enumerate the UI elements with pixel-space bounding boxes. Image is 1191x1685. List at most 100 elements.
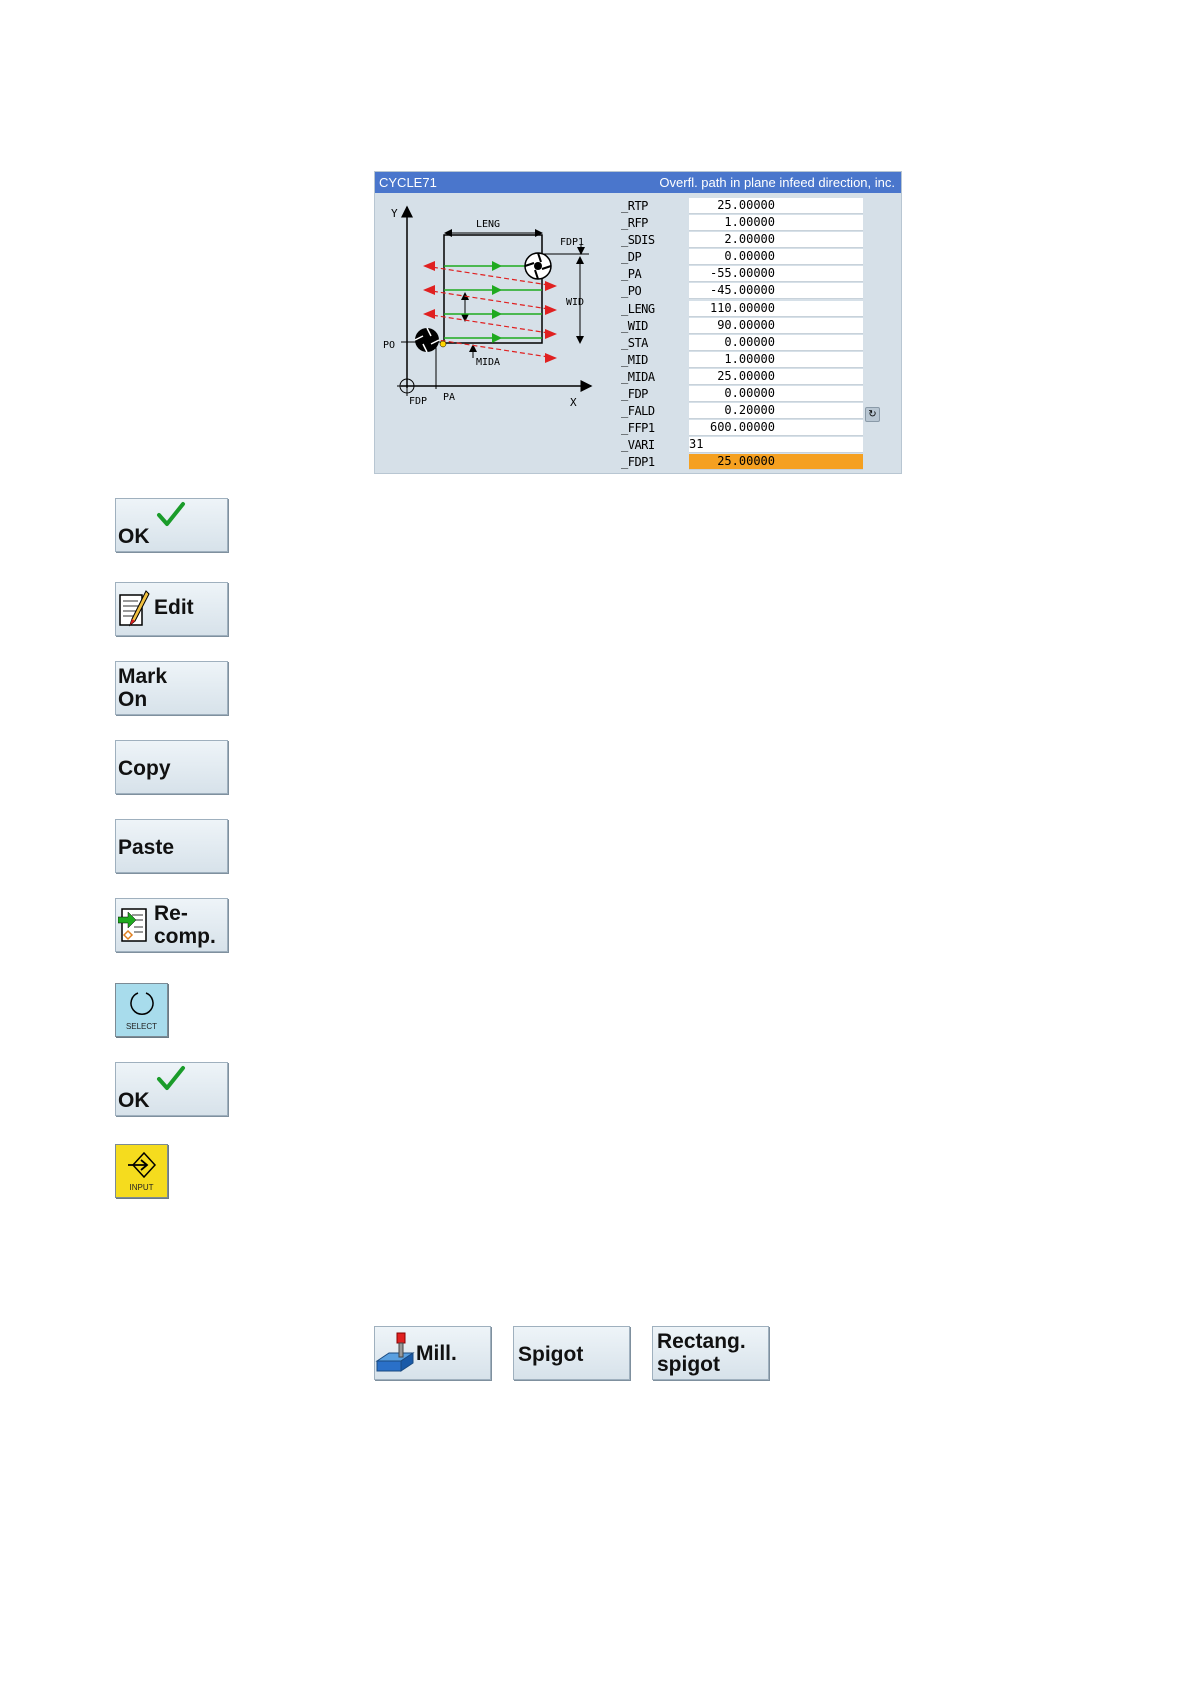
rectangular-spigot-label-2: spigot	[657, 1353, 720, 1376]
paste-label: Paste	[118, 836, 175, 859]
milling-tool-start-icon	[414, 327, 440, 353]
parameter-value-field[interactable]: 600.00000	[689, 420, 863, 437]
parameter-value-field[interactable]: 2.00000	[689, 232, 863, 249]
parameter-name: _PA	[621, 267, 642, 282]
po-label: PO	[383, 340, 395, 351]
recompile-button[interactable]: Re- comp.	[115, 898, 228, 952]
parameter-row: _SDIS 2.00000	[621, 232, 897, 249]
parameter-value: 110.00000	[709, 300, 775, 315]
parameter-value-field[interactable]: 25.00000	[689, 368, 863, 385]
parameter-value-field[interactable]: 0.00000	[689, 386, 863, 403]
parameter-value-field[interactable]: 31	[689, 437, 863, 454]
recompile-label-2: comp.	[154, 925, 216, 948]
parameter-value-field[interactable]: -55.00000	[689, 266, 863, 283]
parameter-value: 31	[689, 437, 704, 452]
parameter-name: _FDP	[621, 387, 648, 402]
parameter-value-field[interactable]: 90.00000	[689, 317, 863, 334]
parameter-row: _FFP1 600.00000	[621, 420, 897, 437]
parameter-name: _MID	[621, 352, 648, 367]
copy-button[interactable]: Copy	[115, 740, 228, 794]
toggle-icon[interactable]: ↻	[865, 407, 880, 422]
parameter-row: _RFP 1.00000	[621, 215, 897, 232]
dialog-title-bar: CYCLE71 Overfl. path in plane infeed dir…	[375, 172, 901, 193]
ok-button-2[interactable]: OK	[115, 1062, 228, 1116]
parameter-name: _FALD	[621, 404, 655, 419]
parameter-value: 2.00000	[724, 232, 775, 247]
input-key-label: INPUT	[129, 1183, 154, 1192]
mill-button[interactable]: Mill.	[374, 1326, 491, 1380]
parameter-name: _RFP	[621, 216, 648, 231]
parameter-value: 25.00000	[717, 198, 775, 212]
cycle-dialog: CYCLE71 Overfl. path in plane infeed dir…	[374, 171, 902, 474]
parameter-row: _MID 1.00000	[621, 351, 897, 369]
parameter-value: 25.00000	[717, 368, 775, 383]
notepad-pencil-icon	[119, 590, 150, 627]
paste-button[interactable]: Paste	[115, 819, 228, 873]
parameter-row: _WID 90.00000	[621, 317, 897, 335]
parameter-name: _STA	[621, 335, 648, 350]
parameter-value-field[interactable]: 25.00000	[689, 198, 863, 214]
parameter-value-field[interactable]: 0.00000	[689, 249, 863, 266]
parameter-value-field[interactable]: 25.00000	[689, 454, 863, 471]
select-key-label: SELECT	[125, 1022, 158, 1031]
parameter-value-field[interactable]: 0.00000	[689, 334, 863, 351]
parameter-row: _RTP 25.00000	[621, 198, 897, 215]
parameter-name: _FFP1	[621, 421, 655, 436]
parameter-name: _LENG	[621, 301, 655, 316]
parameter-value-field[interactable]: 1.00000	[689, 351, 863, 368]
recompile-icon	[118, 908, 147, 942]
mill-label: Mill.	[416, 1342, 457, 1365]
rectangular-spigot-label-1: Rectang.	[657, 1330, 746, 1353]
ok-label: OK	[118, 525, 150, 548]
parameter-name: _PO	[621, 284, 642, 299]
parameter-row: _PA -55.00000	[621, 266, 897, 283]
parameter-value: 1.00000	[724, 351, 775, 366]
fdp-label: FDP	[409, 396, 427, 407]
parameter-row: _STA 0.00000	[621, 334, 897, 352]
mark-on-button[interactable]: Mark On	[115, 661, 228, 715]
fdp1-label: FDP1	[560, 237, 584, 248]
parameter-value: 0.00000	[724, 334, 775, 349]
parameter-value: 600.00000	[709, 420, 775, 435]
parameter-name: _SDIS	[621, 233, 655, 248]
help-diagram: Y X LENG FDP1 WID PO MIDA FDP PA	[383, 205, 593, 409]
cycle-name: CYCLE71	[379, 175, 437, 190]
pa-label: PA	[443, 392, 455, 403]
parameter-value: 90.00000	[717, 317, 775, 332]
edit-button[interactable]: Edit	[115, 582, 228, 636]
mark-on-label-2: On	[118, 688, 148, 711]
spigot-label: Spigot	[518, 1343, 584, 1366]
milling-icon	[375, 1332, 415, 1372]
parameter-value-field[interactable]: 110.00000	[689, 300, 863, 317]
parameter-row: _LENG 110.00000	[621, 300, 897, 318]
parameter-name: _MIDA	[621, 369, 655, 384]
mida-label: MIDA	[476, 357, 500, 368]
x-axis-label: X	[570, 396, 577, 409]
parameter-row: _FDP 0.00000	[621, 386, 897, 403]
check-icon	[157, 1066, 185, 1090]
parameter-value-field[interactable]: 0.20000	[689, 403, 863, 420]
ok-label-2: OK	[118, 1089, 150, 1112]
parameter-name: _RTP	[621, 199, 648, 213]
parameter-value: 25.00000	[717, 454, 775, 469]
recompile-label-1: Re-	[154, 902, 188, 925]
input-key[interactable]: INPUT	[115, 1144, 168, 1198]
select-key[interactable]: SELECT	[115, 983, 168, 1037]
spigot-button[interactable]: Spigot	[513, 1326, 630, 1380]
input-arrow-icon	[128, 1151, 157, 1179]
milling-tool-icon	[524, 252, 552, 280]
parameter-value-field[interactable]: -45.00000	[689, 283, 863, 300]
edit-label: Edit	[154, 596, 194, 619]
wid-label: WID	[566, 297, 584, 308]
parameter-value: 0.00000	[724, 249, 775, 264]
parameter-value-field[interactable]: 1.00000	[689, 215, 863, 232]
ok-button[interactable]: OK	[115, 498, 228, 552]
parameter-value: -45.00000	[709, 283, 775, 298]
cycle-subtitle: Overfl. path in plane infeed direction, …	[659, 175, 895, 190]
select-circle-icon	[130, 992, 154, 1015]
parameter-name: _WID	[621, 318, 648, 333]
rectangular-spigot-button[interactable]: Rectang. spigot	[652, 1326, 769, 1380]
parameter-value: 0.00000	[724, 386, 775, 401]
